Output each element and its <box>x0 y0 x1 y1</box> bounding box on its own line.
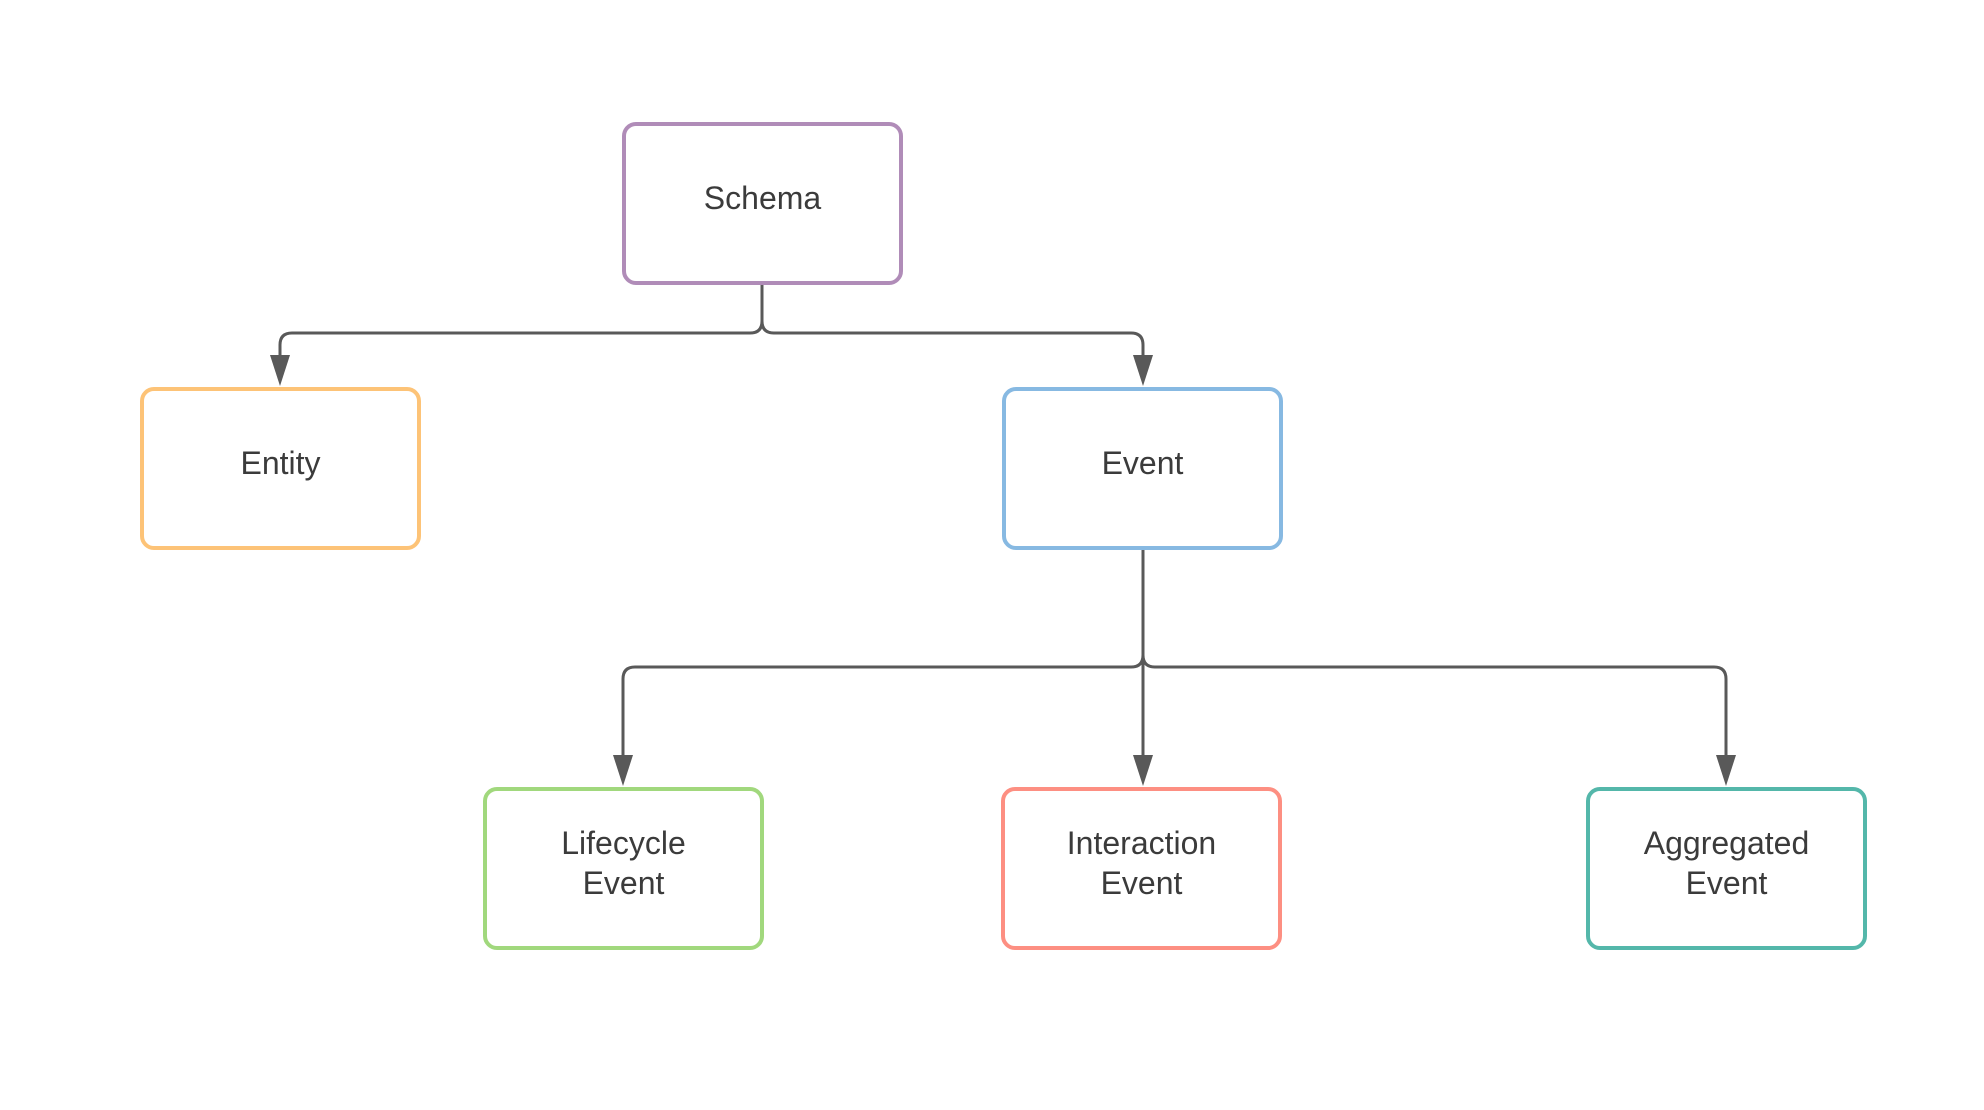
node-schema[interactable]: Schema <box>622 122 903 285</box>
edge-event-lifecycle-line <box>621 548 1145 758</box>
node-aggregated-event-label: Aggregated Event <box>1643 824 1810 901</box>
edge-event-aggregated-line <box>1141 548 1728 758</box>
node-lifecycle-event-label: Lifecycle Event <box>561 824 686 901</box>
arrowhead-icon <box>613 755 633 786</box>
node-event[interactable]: Event <box>1002 387 1283 550</box>
arrowhead-icon <box>1716 755 1736 786</box>
node-interaction-event[interactable]: Interaction Event <box>1001 787 1282 950</box>
arrowhead-icon <box>1133 355 1153 386</box>
edge-schema-entity-line <box>278 283 764 358</box>
node-interaction-event-label: Interaction Event <box>1066 824 1217 901</box>
edge-event-aggregated <box>1141 548 1736 786</box>
node-lifecycle-event[interactable]: Lifecycle Event <box>483 787 764 950</box>
edge-schema-event <box>760 283 1153 386</box>
node-event-label: Event <box>1101 444 1184 481</box>
arrowhead-icon <box>270 355 290 386</box>
node-aggregated-event[interactable]: Aggregated Event <box>1586 787 1867 950</box>
edge-schema-entity <box>270 283 764 386</box>
node-schema-label: Schema <box>703 179 822 216</box>
arrowhead-icon <box>1133 755 1153 786</box>
node-entity[interactable]: Entity <box>140 387 421 550</box>
edge-event-lifecycle <box>613 548 1145 786</box>
edge-schema-event-line <box>760 283 1145 358</box>
node-entity-label: Entity <box>240 444 321 481</box>
